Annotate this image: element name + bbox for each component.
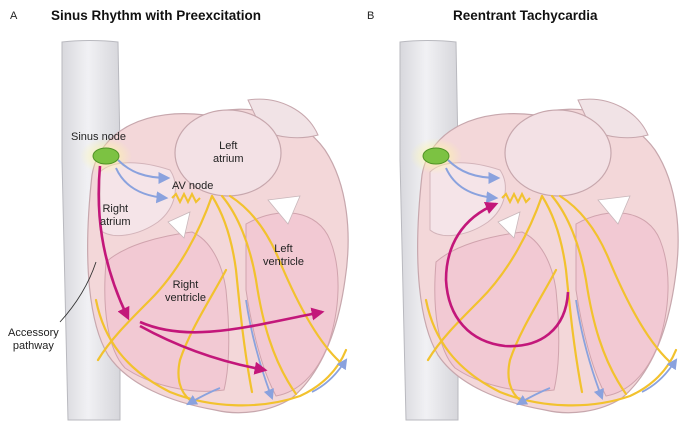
label-accessory-pathway: Accessory pathway (8, 327, 59, 353)
label-left-atrium: Left atrium (213, 140, 244, 166)
left-atrium-shape (505, 110, 611, 196)
panel-a-heart (60, 41, 348, 421)
sinus-node-shape (423, 148, 449, 164)
label-right-ventricle: Right ventricle (165, 279, 206, 305)
sinus-node-shape (93, 148, 119, 164)
panel-b-heart (400, 41, 678, 421)
label-left-ventricle: Left ventricle (263, 243, 304, 269)
label-av-node: AV node (172, 180, 213, 193)
label-sinus-node: Sinus node (71, 131, 126, 144)
label-right-atrium: Right atrium (100, 203, 131, 229)
